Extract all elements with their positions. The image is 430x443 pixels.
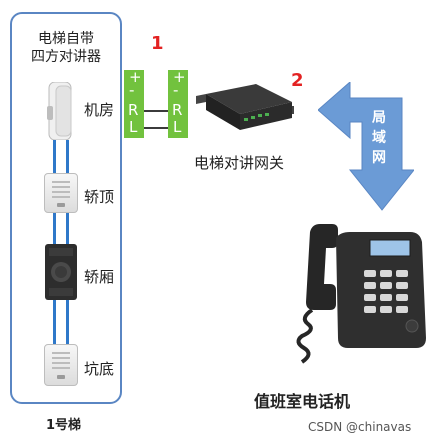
gateway-label: 电梯对讲网关 bbox=[194, 154, 285, 172]
speaker-grille-icon bbox=[52, 352, 70, 379]
intercom-gateway-device bbox=[194, 80, 294, 136]
desk-phone bbox=[290, 218, 426, 374]
terminal-block-left bbox=[124, 70, 144, 138]
machine-room-intercom bbox=[44, 81, 76, 141]
terminal-left-r: R bbox=[128, 101, 139, 119]
terminal-block-right bbox=[168, 70, 188, 138]
cabin-speaker-icon bbox=[45, 244, 77, 300]
panel-title-line2: 四方对讲器 bbox=[31, 49, 101, 65]
lan-arrow bbox=[317, 80, 416, 212]
telephone-icon bbox=[296, 224, 426, 364]
panel-title-line1: 电梯自带 bbox=[38, 31, 94, 47]
marker-two: 2 bbox=[291, 70, 304, 91]
speaker-grille-icon bbox=[52, 181, 70, 207]
gateway-box-icon bbox=[196, 84, 294, 130]
car-cabin-intercom bbox=[45, 244, 77, 300]
terminal-right-l: L bbox=[173, 118, 182, 136]
terminal-right-plus: + bbox=[173, 68, 186, 86]
panel-title: 电梯自带 四方对讲器 bbox=[10, 30, 122, 66]
marker-one: 1 bbox=[151, 33, 164, 54]
location-label-pit: 坑底 bbox=[84, 360, 115, 378]
lan-label-line1: 局 bbox=[372, 110, 386, 126]
terminal-left-minus: - bbox=[129, 81, 135, 99]
pit-intercom bbox=[44, 344, 78, 386]
phone-label: 值班室电话机 bbox=[254, 392, 351, 411]
car-top-intercom bbox=[44, 173, 78, 213]
elevator-number-label: 1号梯 bbox=[46, 418, 82, 433]
terminal-right-r: R bbox=[172, 101, 183, 119]
network-arrow-icon bbox=[317, 80, 416, 211]
handset-intercom-icon bbox=[47, 81, 72, 141]
location-label-car-cabin: 轿厢 bbox=[84, 268, 115, 286]
terminal-left-plus: + bbox=[129, 68, 142, 86]
wire-r-link bbox=[144, 110, 168, 112]
terminal-left-l: L bbox=[129, 118, 138, 136]
lan-label: 局 域 网 bbox=[372, 108, 386, 168]
wire-l-link bbox=[144, 127, 168, 129]
location-label-machine-room: 机房 bbox=[84, 101, 115, 119]
location-label-car-top: 轿顶 bbox=[84, 188, 115, 206]
lan-label-line3: 网 bbox=[372, 150, 386, 166]
terminal-right-minus: - bbox=[173, 81, 179, 99]
watermark: CSDN @chinavas bbox=[308, 420, 412, 434]
lan-label-line2: 域 bbox=[372, 130, 386, 146]
